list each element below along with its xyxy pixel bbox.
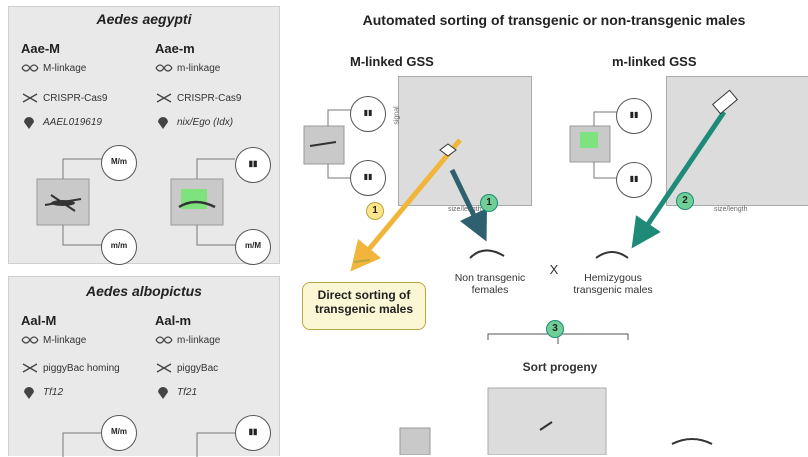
scissors-icon bbox=[22, 363, 38, 373]
dna-icon bbox=[155, 64, 173, 72]
sorter-right bbox=[666, 76, 808, 206]
dark-sort-arrow bbox=[449, 168, 487, 242]
hemizygous-label: Hemizygous transgenic males bbox=[573, 272, 653, 296]
pin-icon bbox=[24, 387, 34, 399]
m-linked-gss-title-right: m-linked GSS bbox=[612, 54, 697, 69]
albopictus-title: Aedes albopictus bbox=[86, 283, 202, 299]
scissors-icon bbox=[22, 93, 38, 103]
aae-m-schematic bbox=[36, 158, 103, 246]
chromosome-circle: m/m bbox=[101, 229, 137, 265]
aegypti-panel: Aedes aegypti Aae-M Aae-m M-linkage CRIS… bbox=[8, 6, 280, 265]
aal-connector bbox=[62, 432, 235, 457]
chromosome-circle: ▮▮ bbox=[616, 162, 652, 198]
m-linked-gss-title: M-linked GSS bbox=[350, 54, 434, 69]
aal-m-strain: Aal-M bbox=[21, 313, 57, 328]
step-1-badge: 1 bbox=[366, 202, 384, 220]
pin-icon bbox=[158, 117, 168, 129]
nontransgenic-label: Non transgenic females bbox=[454, 272, 526, 296]
chromosome-circle: ▮▮ bbox=[350, 160, 386, 196]
main-title: Automated sorting of transgenic or non-t… bbox=[362, 12, 746, 28]
chromosome-circle: M/m bbox=[101, 415, 137, 451]
scissors-icon bbox=[156, 93, 172, 103]
scissors-icon bbox=[156, 363, 172, 373]
aegypti-title: Aedes aegypti bbox=[96, 11, 192, 27]
chromosome-circle: m/M bbox=[235, 229, 271, 265]
albopictus-panel: Aedes albopictus Aal-M Aal-m M-linkage p… bbox=[8, 276, 280, 457]
green-sort-arrow bbox=[631, 110, 727, 249]
cross-symbol: X bbox=[549, 262, 559, 277]
chromosome-circle: ▮▮ bbox=[235, 147, 271, 183]
axis-x-label-right: size/length bbox=[714, 206, 748, 213]
dna-icon bbox=[155, 336, 173, 344]
step-1-badge-green: 1 bbox=[480, 194, 498, 212]
aae-f-strain: Aae-m bbox=[155, 41, 195, 56]
sorter-left-input bbox=[303, 109, 352, 179]
chromosome-circle: ▮▮ bbox=[350, 96, 386, 132]
dna-icon bbox=[21, 336, 39, 344]
sort-progeny-label: Sort progeny bbox=[522, 360, 598, 374]
aal-f-strain: Aal-m bbox=[155, 313, 192, 328]
pin-icon bbox=[158, 387, 168, 399]
sorter-right-input bbox=[569, 111, 618, 179]
step-3-badge: 3 bbox=[546, 320, 564, 338]
direct-sorting-box: Direct sorting of transgenic males bbox=[302, 282, 426, 330]
pin-icon bbox=[24, 117, 34, 129]
yellow-sort-arrow bbox=[350, 138, 462, 272]
aae-m-strain: Aae-M bbox=[21, 41, 61, 56]
chromosome-circle: M/m bbox=[101, 145, 137, 181]
aae-f-schematic bbox=[170, 158, 235, 246]
chromosome-circle: ▮▮ bbox=[616, 98, 652, 134]
chromosome-circle: ▮▮ bbox=[235, 415, 271, 451]
step-2-badge: 2 bbox=[676, 192, 694, 210]
dna-icon bbox=[21, 64, 39, 72]
